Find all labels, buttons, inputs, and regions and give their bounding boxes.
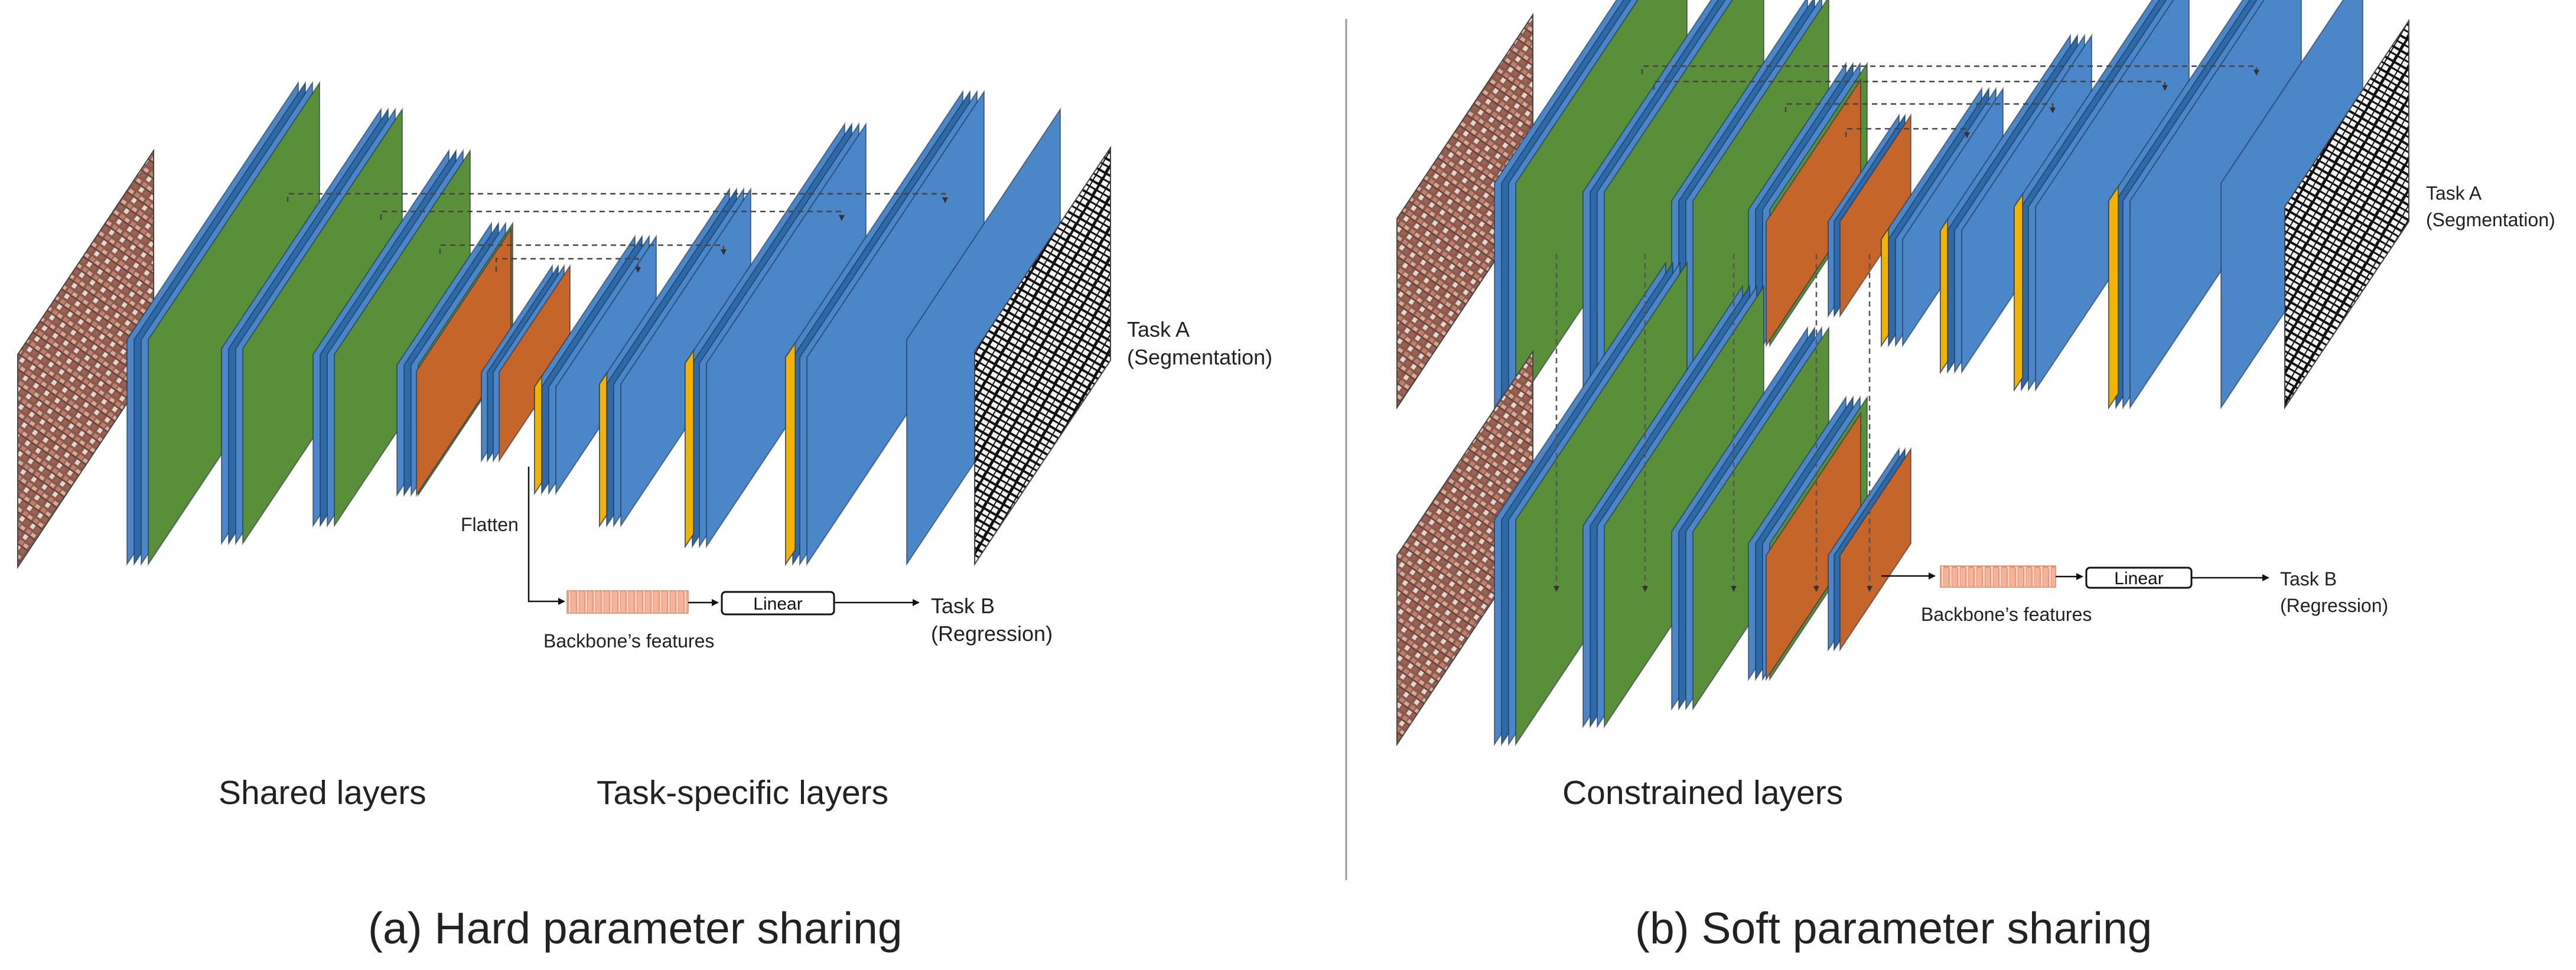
- constrained-layers-label: Constrained layers: [1562, 774, 1844, 812]
- soft-a-dec-3-concat: [2014, 192, 2023, 392]
- soft-b-bottleneck-main: [1839, 447, 1911, 652]
- hard-task-a-label: Task A: [1127, 317, 1190, 341]
- hard-skip-1: [286, 193, 948, 203]
- hard-seg-output: [974, 145, 1111, 567]
- soft-linear-box-label: Linear: [2114, 569, 2163, 588]
- soft-task-a-sub-label: (Segmentation): [2426, 209, 2555, 230]
- soft-task-b-sub-label: (Regression): [2280, 595, 2389, 616]
- flatten-label: Flatten: [461, 514, 519, 535]
- soft-a-input-image: [1396, 12, 1533, 410]
- soft-skip-1: [1641, 65, 2259, 76]
- hard-skip-4: [495, 258, 641, 273]
- shared-layers-label: Shared layers: [219, 774, 426, 812]
- soft-skip-2: [1653, 80, 2168, 91]
- hard-backbone-label: Backbone’s features: [543, 630, 715, 652]
- hard-dec-1-concat: [534, 374, 542, 496]
- hard-enc-4-pool: [416, 227, 512, 497]
- hard-backbone-features: [566, 590, 689, 614]
- soft-skip-3: [1784, 103, 2056, 113]
- soft-skip-4: [1845, 128, 1970, 138]
- hard-input-image: [17, 148, 154, 569]
- network-layers: [17, 0, 2409, 747]
- hard-task-a-sub-label: (Segmentation): [1127, 345, 1273, 369]
- hard-dec-2-concat: [599, 371, 607, 528]
- soft-b-input-image: [1396, 349, 1533, 747]
- hard-skip-3: [439, 244, 727, 255]
- hard-skip-2: [380, 210, 845, 221]
- task-specific-layers-label: Task-specific layers: [597, 774, 889, 812]
- soft-caption: (b) Soft parameter sharing: [1635, 903, 2152, 953]
- hard-task-b-label: Task B: [931, 594, 995, 618]
- soft-a-seg-output: [2284, 18, 2409, 410]
- hard-flatten-arrow: [527, 467, 565, 605]
- soft-backbone-features: [1940, 565, 2056, 588]
- hard-caption: (a) Hard parameter sharing: [368, 903, 903, 953]
- soft-a-dec-2-concat: [1940, 217, 1948, 375]
- hard-dec-3-concat: [685, 349, 694, 549]
- soft-task-b-label: Task B: [2280, 568, 2337, 590]
- hard-linear-box-label: Linear: [753, 594, 802, 614]
- soft-task-a-label: Task A: [2426, 183, 2482, 204]
- soft-a-dec-1-concat: [1881, 226, 1889, 348]
- soft-backbone-label: Backbone’s features: [1921, 604, 2092, 625]
- soft-a-dec-4-concat: [2108, 184, 2119, 410]
- hard-dec-4-concat: [785, 341, 796, 567]
- hard-task-b-sub-label: (Regression): [931, 621, 1053, 646]
